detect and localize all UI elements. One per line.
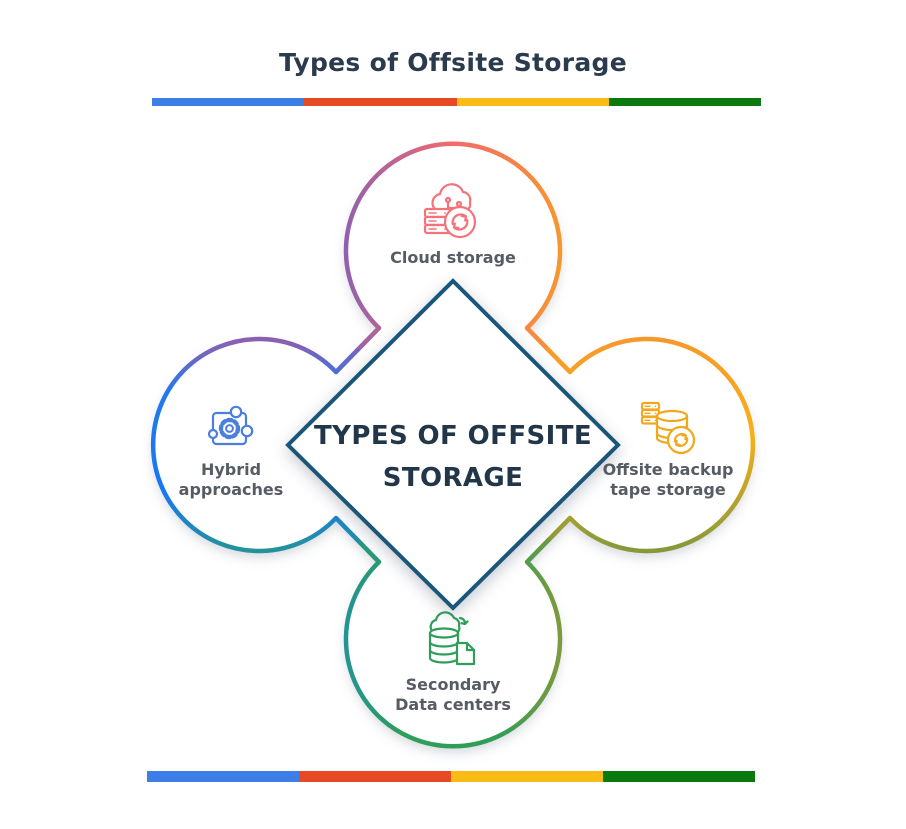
database-cloud-document-icon <box>428 611 476 666</box>
divider-segment <box>603 771 755 782</box>
node-label-line: Hybrid <box>200 460 262 479</box>
petal-outline-offsite-backup <box>546 336 756 554</box>
puzzle-gear-icon <box>207 405 254 446</box>
node-label-line: Data centers <box>395 695 511 714</box>
tape-database-sync-icon <box>640 401 696 455</box>
node-label-cloud-storage: Cloud storage <box>343 248 563 268</box>
divider-segment <box>147 771 299 782</box>
center-diamond-title-line1: TYPES OF OFFSITE <box>314 421 592 451</box>
divider-segment <box>152 98 305 106</box>
bottom-divider-bar <box>147 771 755 782</box>
divider-segment <box>456 98 609 106</box>
center-diamond-title: TYPES OF OFFSITE STORAGE <box>303 415 603 499</box>
page-title: Types of Offsite Storage <box>278 48 628 77</box>
top-divider-bar <box>152 98 761 106</box>
node-label-line: Cloud storage <box>390 248 516 267</box>
node-label-line: Secondary <box>405 675 501 694</box>
node-label-hybrid-approaches: Hybrid approaches <box>121 460 341 500</box>
node-label-line: approaches <box>178 480 284 499</box>
center-diamond <box>285 278 621 611</box>
petal-outline-hybrid-approaches <box>150 336 360 554</box>
petal-outline-secondary-data-centers <box>343 537 563 749</box>
divider-segment <box>451 771 603 782</box>
petal-outline-cloud-storage <box>343 141 563 353</box>
node-label-line: tape storage <box>610 480 726 499</box>
cloud-sync-server-icon <box>423 183 477 239</box>
divider-segment <box>299 771 451 782</box>
node-label-line: Offsite backup <box>602 460 734 479</box>
divider-segment <box>304 98 457 106</box>
node-label-offsite-backup-tape-storage: Offsite backup tape storage <box>558 460 778 500</box>
center-diamond-title-line2: STORAGE <box>382 463 524 493</box>
node-label-secondary-data-centers: Secondary Data centers <box>343 675 563 715</box>
divider-segment <box>608 98 761 106</box>
